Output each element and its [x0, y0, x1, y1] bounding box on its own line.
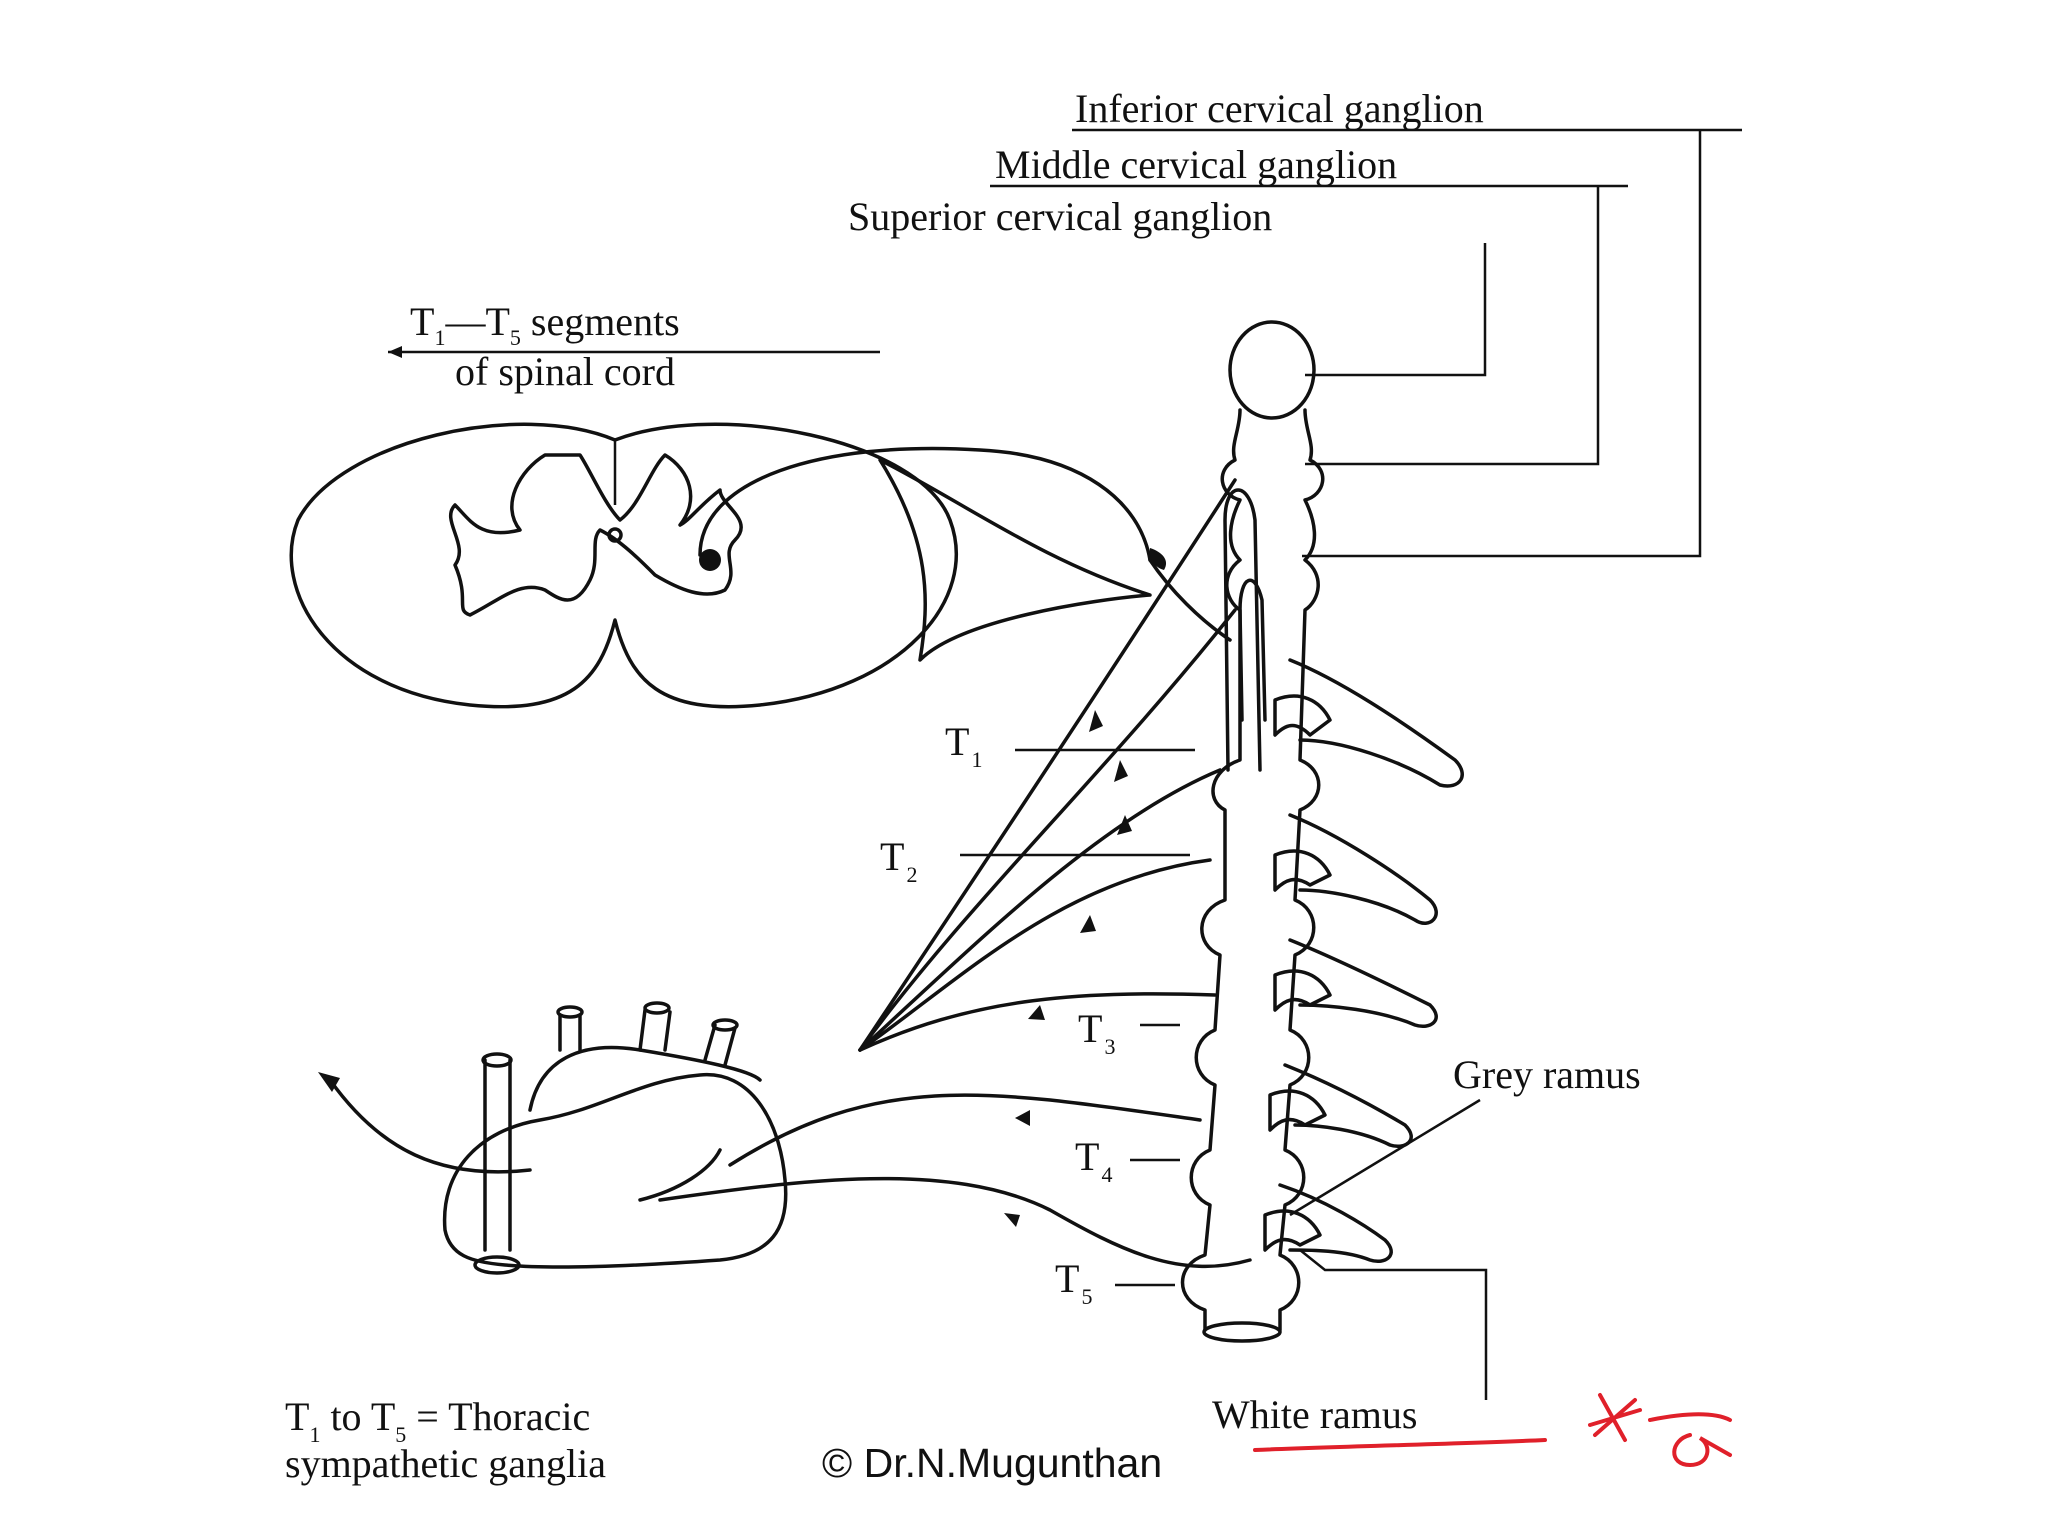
superior-ganglion-leader: [1305, 243, 1487, 377]
svg-text:of spinal cord: of spinal cord: [455, 349, 675, 394]
white-ramus-leader: [1299, 1249, 1488, 1400]
t-labels: T1 T2 T3 T4 T5: [880, 719, 1195, 1309]
credit-text: © Dr.N.Mugunthan: [822, 1440, 1162, 1486]
grey-ramus-label: Grey ramus: [1453, 1052, 1641, 1097]
cardiac-fibers: [658, 478, 1252, 1269]
sympathetic-chain: [1180, 320, 1325, 1343]
svg-text:T2: T2: [880, 834, 917, 887]
svg-text:T1 to T5 = Thoracic: T1 to T5 = Thoracic: [285, 1394, 590, 1447]
segments-label: T1—T5 segments of spinal cord: [388, 299, 880, 394]
spinal-nerves: [1263, 658, 1464, 1263]
red-annotation-mark: [1253, 1393, 1732, 1468]
middle-ganglion-leader: [1305, 186, 1600, 466]
svg-text:T1—T5 segments: T1—T5 segments: [410, 299, 680, 350]
caption: T1 to T5 = Thoracic sympathetic ganglia: [285, 1394, 606, 1486]
svg-text:T3: T3: [1078, 1006, 1115, 1059]
middle-cervical-ganglion-label: Middle cervical ganglion: [995, 142, 1397, 187]
inferior-ganglion-leader: [1302, 130, 1702, 558]
heart-illustration: [318, 1001, 788, 1275]
svg-text:sympathetic ganglia: sympathetic ganglia: [285, 1441, 606, 1486]
grey-ramus-leader: [1289, 1098, 1481, 1217]
white-ramus-label: White ramus: [1212, 1392, 1418, 1437]
spinal-cord-section: [289, 422, 1232, 709]
svg-text:T4: T4: [1075, 1134, 1112, 1187]
svg-text:T5: T5: [1055, 1256, 1092, 1309]
inferior-cervical-ganglion-label: Inferior cervical ganglion: [1075, 86, 1484, 131]
superior-cervical-ganglion-label: Superior cervical ganglion: [848, 194, 1272, 239]
svg-text:T1: T1: [945, 719, 982, 772]
